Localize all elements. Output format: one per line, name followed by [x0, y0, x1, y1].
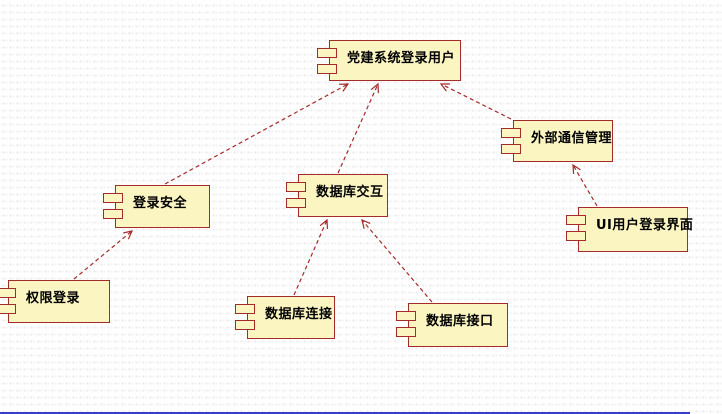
- dependency-arrow-ui-login-interface-to-external-communication[interactable]: [572, 163, 598, 207]
- component-tab-icon: [103, 193, 123, 203]
- component-tab-icon: [286, 182, 306, 192]
- component-database-interaction[interactable]: 数据库交互: [286, 174, 388, 217]
- component-label: 数据库连接: [265, 307, 333, 322]
- dependency-arrow-database-interface-to-database-interaction[interactable]: [361, 218, 433, 303]
- component-label: 权限登录: [26, 291, 81, 306]
- dependency-arrow-database-connection-to-database-interaction[interactable]: [293, 218, 329, 296]
- dependency-arrow-permission-login-to-login-security[interactable]: [73, 230, 134, 280]
- dependency-arrow-login-security-to-party-system[interactable]: [164, 83, 350, 185]
- component-external-communication-management[interactable]: 外部通信管理: [501, 120, 613, 162]
- component-login-security[interactable]: 登录安全: [103, 185, 210, 228]
- component-tab-icon: [103, 209, 123, 219]
- component-database-interface[interactable]: 数据库接口: [396, 303, 508, 347]
- component-database-connection[interactable]: 数据库连接: [235, 296, 335, 339]
- component-tab-icon: [566, 231, 586, 241]
- component-tab-icon: [0, 304, 16, 314]
- component-tab-icon: [566, 215, 586, 225]
- component-tab-icon: [317, 64, 337, 74]
- component-party-system-login-user[interactable]: 党建系统登录用户: [317, 40, 461, 81]
- component-label: 外部通信管理: [531, 131, 613, 146]
- component-ui-user-login-interface[interactable]: UI用户登录界面: [566, 207, 694, 252]
- window-bottom-edge: [0, 412, 690, 414]
- component-tab-icon: [396, 327, 416, 337]
- component-tab-icon: [235, 304, 255, 314]
- component-permission-login[interactable]: 权限登录: [0, 280, 110, 323]
- dependency-arrow-external-communication-to-party-system[interactable]: [439, 83, 512, 120]
- component-label: 数据库交互: [316, 185, 384, 200]
- component-label: 数据库接口: [426, 314, 494, 329]
- component-tab-icon: [286, 198, 306, 208]
- component-label: 党建系统登录用户: [347, 51, 456, 66]
- component-tab-icon: [235, 320, 255, 330]
- component-tab-icon: [501, 128, 521, 138]
- component-tab-icon: [501, 144, 521, 154]
- component-tab-icon: [396, 311, 416, 321]
- component-tab-icon: [0, 288, 16, 298]
- dependency-arrow-database-interaction-to-party-system[interactable]: [337, 82, 379, 174]
- component-label: UI用户登录界面: [596, 218, 694, 233]
- component-tab-icon: [317, 48, 337, 58]
- component-label: 登录安全: [133, 196, 188, 211]
